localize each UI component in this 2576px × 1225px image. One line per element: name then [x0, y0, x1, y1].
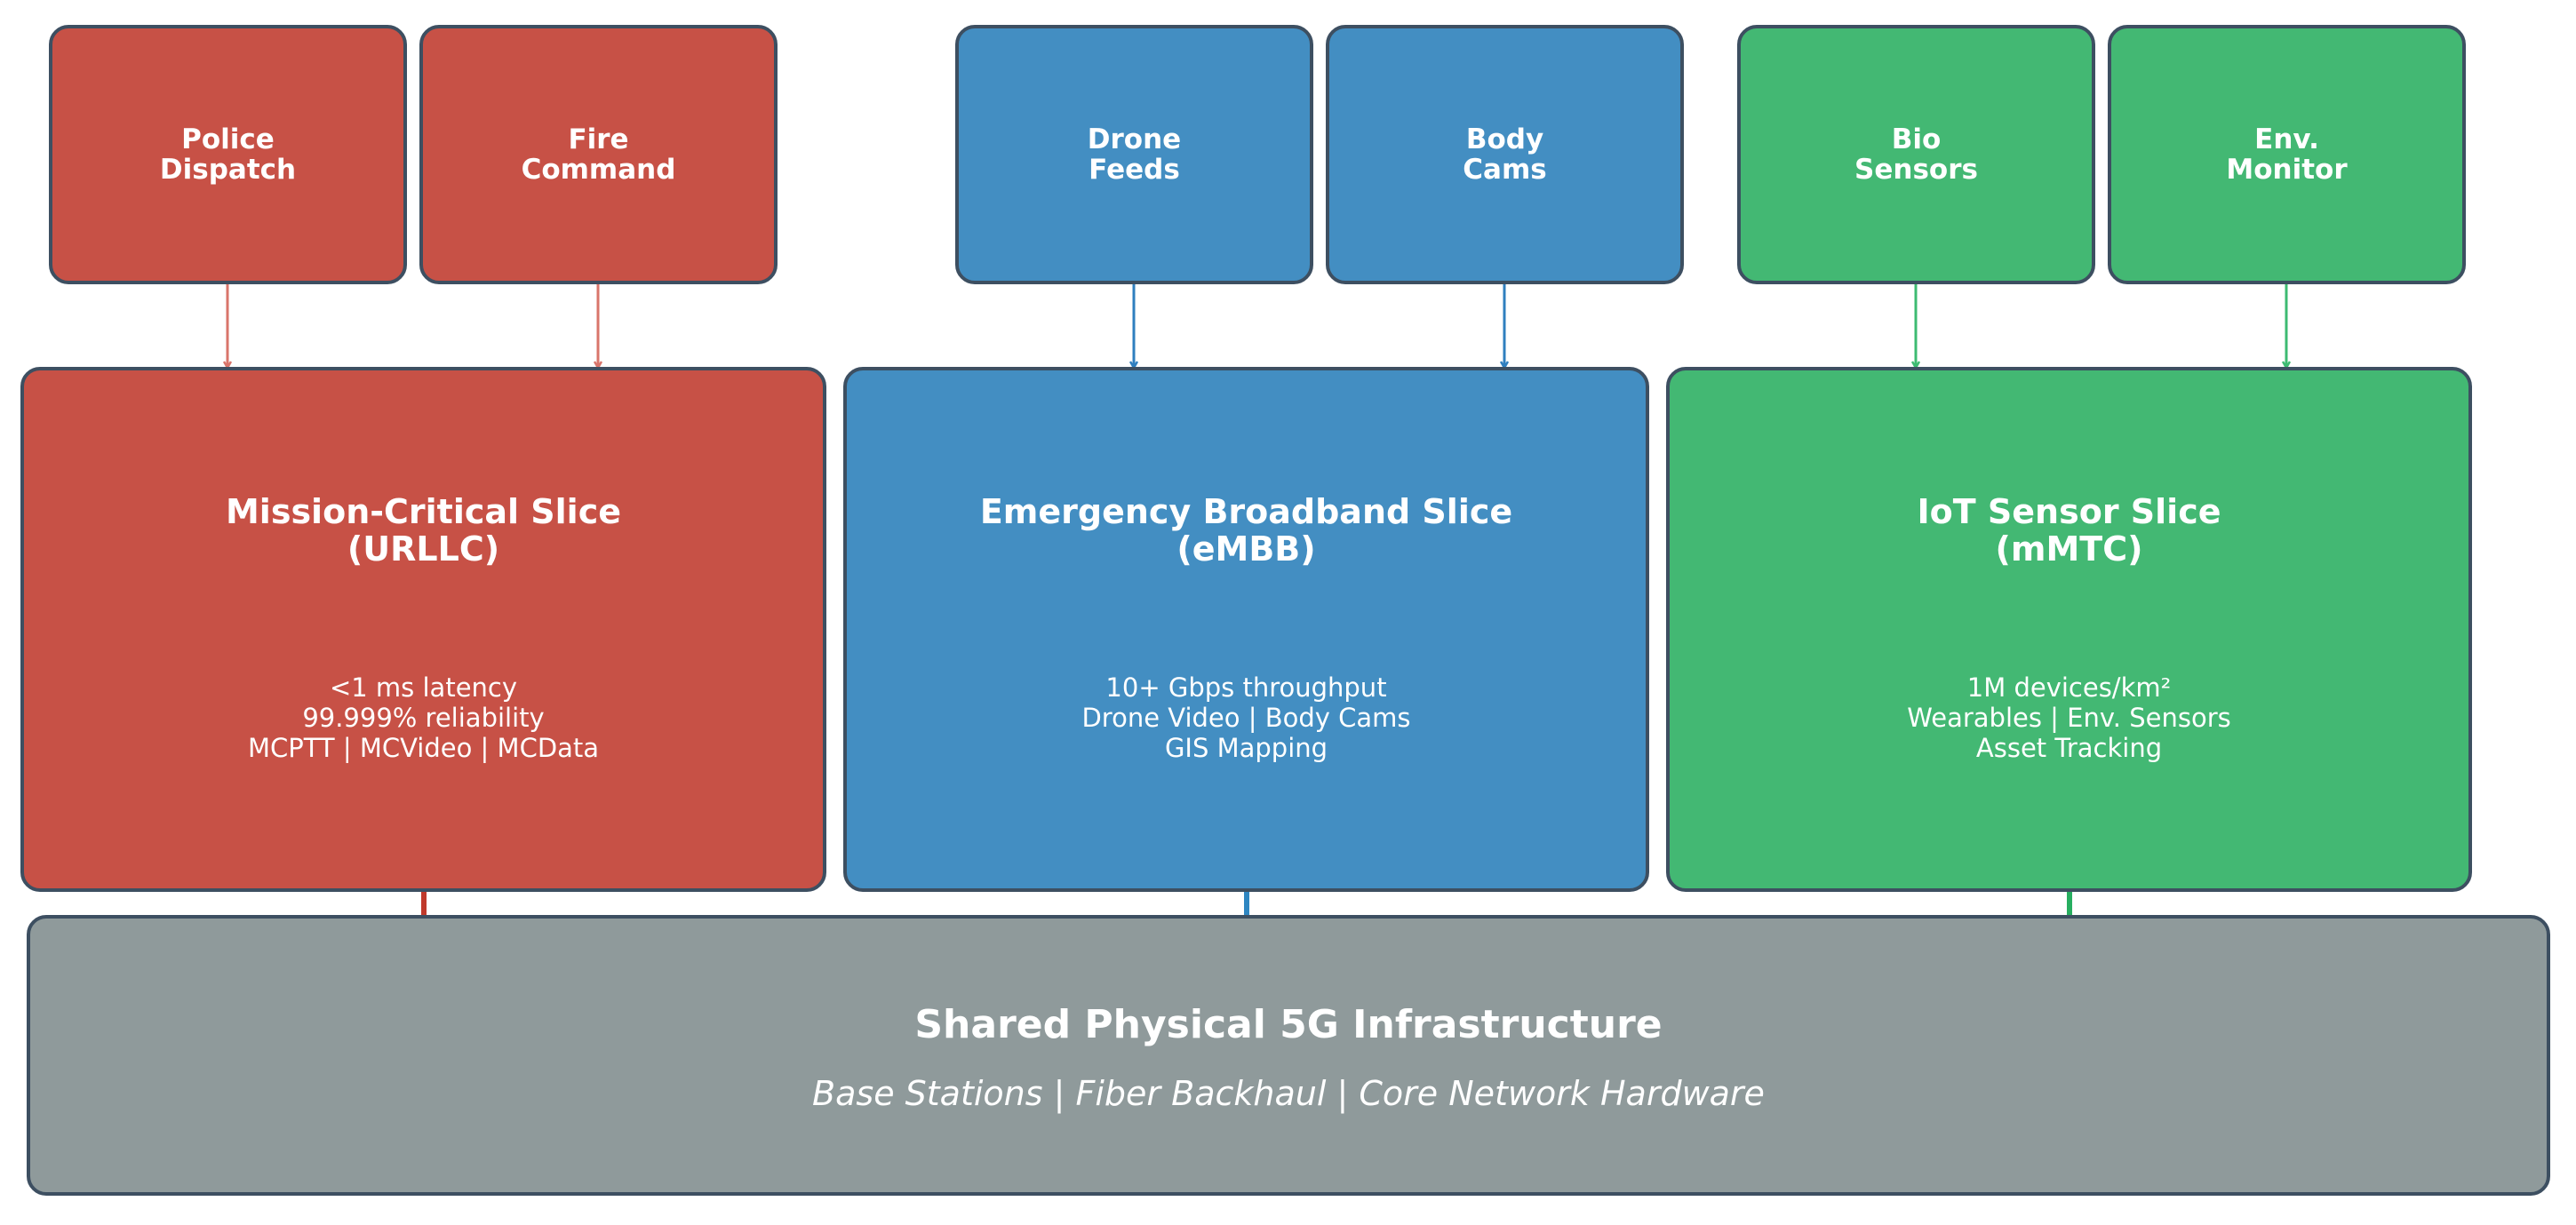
app-label-line: Command — [521, 154, 676, 186]
app-box-bio-sensors: Bio Sensors — [1737, 25, 2095, 284]
app-label: Body Cams — [1463, 124, 1546, 185]
slice-title: IoT Sensor Slice (mMTC) — [1918, 493, 2221, 568]
app-label-line: Cams — [1463, 154, 1547, 186]
app-label-line: Sensors — [1854, 154, 1978, 186]
slice-detail-line: GIS Mapping — [1164, 733, 1328, 763]
infrastructure-box: Shared Physical 5G Infrastructure Base S… — [27, 915, 2550, 1196]
app-label-line: Police — [181, 123, 275, 155]
app-label: Drone Feeds — [1088, 124, 1181, 185]
slice-title-line: Mission-Critical Slice — [225, 492, 621, 531]
app-label-line: Bio — [1891, 123, 1942, 155]
slice-detail-line: 99.999% reliability — [302, 703, 545, 733]
slice-box-iot-sensor: IoT Sensor Slice (mMTC) 1M devices/km² W… — [1666, 367, 2472, 892]
app-label: Police Dispatch — [160, 124, 296, 185]
app-box-drone-feeds: Drone Feeds — [955, 25, 1313, 284]
app-label: Bio Sensors — [1854, 124, 1978, 185]
slice-title: Mission-Critical Slice (URLLC) — [226, 493, 621, 568]
app-box-body-cams: Body Cams — [1326, 25, 1684, 284]
slice-detail-line: 1M devices/km² — [1966, 672, 2172, 703]
app-label-line: Dispatch — [159, 154, 297, 186]
slice-detail-line: Drone Video | Body Cams — [1081, 703, 1411, 733]
slice-title-line: IoT Sensor Slice — [1917, 492, 2221, 531]
app-label: Env. Monitor — [2226, 124, 2347, 185]
app-box-env-monitor: Env. Monitor — [2108, 25, 2466, 284]
slice-details: 10+ Gbps throughput Drone Video | Body C… — [1081, 672, 1410, 763]
app-label-line: Fire — [568, 123, 629, 155]
app-label: Fire Command — [522, 124, 676, 185]
slice-details: 1M devices/km² Wearables | Env. Sensors … — [1907, 672, 2230, 763]
slice-box-emergency-broadband: Emergency Broadband Slice (eMBB) 10+ Gbp… — [843, 367, 1649, 892]
app-box-police-dispatch: Police Dispatch — [49, 25, 407, 284]
infrastructure-title: Shared Physical 5G Infrastructure — [914, 1002, 1663, 1047]
slice-details: <1 ms latency 99.999% reliability MCPTT … — [248, 672, 599, 763]
slice-detail-line: Asset Tracking — [1975, 733, 2163, 763]
slice-box-mission-critical: Mission-Critical Slice (URLLC) <1 ms lat… — [20, 367, 826, 892]
app-label-line: Env. — [2254, 123, 2319, 155]
app-label-line: Monitor — [2226, 154, 2348, 186]
infrastructure-subtitle: Base Stations | Fiber Backhaul | Core Ne… — [812, 1074, 1765, 1113]
slice-title-line: (mMTC) — [1995, 529, 2143, 569]
app-label-line: Body — [1465, 123, 1544, 155]
slice-title-line: Emergency Broadband Slice — [979, 492, 1513, 531]
slice-title-line: (eMBB) — [1176, 529, 1316, 569]
slice-detail-line: Wearables | Env. Sensors — [1907, 703, 2231, 733]
slice-title-line: (URLLC) — [347, 529, 500, 569]
app-label-line: Drone — [1087, 123, 1182, 155]
slice-detail-line: 10+ Gbps throughput — [1105, 672, 1387, 703]
slice-detail-line: MCPTT | MCVideo | MCData — [247, 733, 600, 763]
slice-detail-line: <1 ms latency — [329, 672, 518, 703]
app-label-line: Feeds — [1089, 154, 1180, 186]
slice-title: Emergency Broadband Slice (eMBB) — [980, 493, 1512, 568]
app-box-fire-command: Fire Command — [419, 25, 778, 284]
